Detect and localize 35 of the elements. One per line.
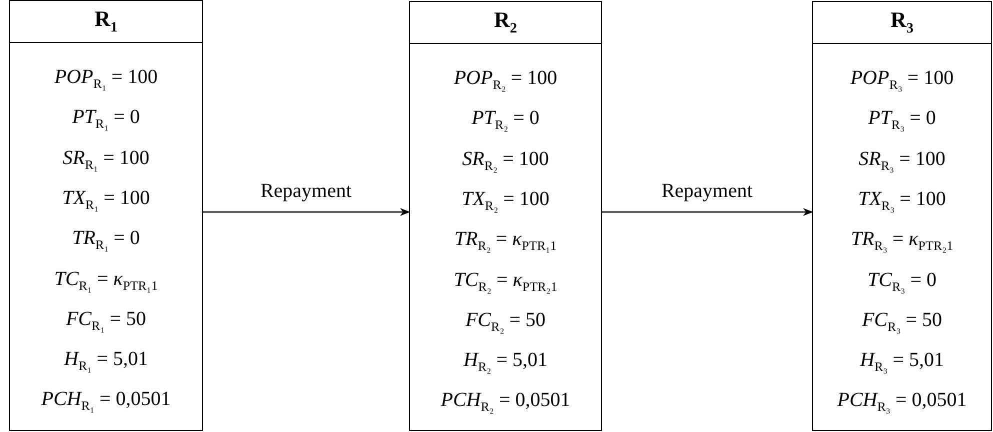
table-box [409,1,602,431]
equation: POP$_{R₁}$ = 100 [54,65,158,93]
arrow [203,208,410,216]
equation: SR$_{R₃}$ = 100 [858,146,946,175]
equation: TX$_{R₂}$ = 100 [462,186,550,215]
equation: PT$_{R₃}$ = 0 [868,106,936,134]
equation: H$_{R₃}$ = 5,01 [860,348,944,376]
equation: POP$_{R₂}$ = 100 [454,66,558,94]
equation: H$_{R₁}$ = 5,01 [64,347,148,376]
equation: FC$_{R₂}$ = 50 [465,308,546,336]
equation: PT$_{R₂}$ = 0 [472,106,540,134]
table-box [9,0,203,431]
equation: PCH$_{R₃}$ = 0,0501 [837,388,967,416]
equation: PCH$_{R₂}$ = 0,0501 [440,388,570,416]
box-heading: R$_{3}$ [890,7,914,38]
equation: FC$_{R₃}$ = 50 [862,308,942,336]
equation: FC$_{R₁}$ = 50 [66,306,146,335]
equation: PCH$_{R₁}$ = 0,0501 [41,387,171,416]
equation: SR$_{R₂}$ = 100 [462,146,549,175]
equation: H$_{R₂}$ = 5,01 [464,348,548,376]
equation: PT$_{R₁}$ = 0 [72,105,140,134]
table-box [812,1,992,431]
equation: TC$_{R₂}$ = κ$_{PTR₂1}$ [454,268,558,296]
equation: TC$_{R₃}$ = 0 [868,268,936,296]
box-heading: R$_{1}$ [94,6,118,37]
equation: TR$_{R₁}$ = 0 [72,226,140,254]
equation: POP$_{R₃}$ = 100 [850,66,954,94]
equation: TX$_{R₁}$ = 100 [62,186,150,214]
equation: TX$_{R₃}$ = 100 [858,186,946,215]
box-heading: R$_{2}$ [494,7,518,38]
equation: TC$_{R₁}$ = κ$_{PTR₁1}$ [54,266,158,295]
equation: TR$_{R₂}$ = κ$_{PTR₁1}$ [454,227,557,256]
equation: TR$_{R₃}$ = κ$_{PTR₂1}$ [850,227,954,256]
arrow [602,208,813,216]
equation: SR$_{R₁}$ = 100 [62,146,150,174]
